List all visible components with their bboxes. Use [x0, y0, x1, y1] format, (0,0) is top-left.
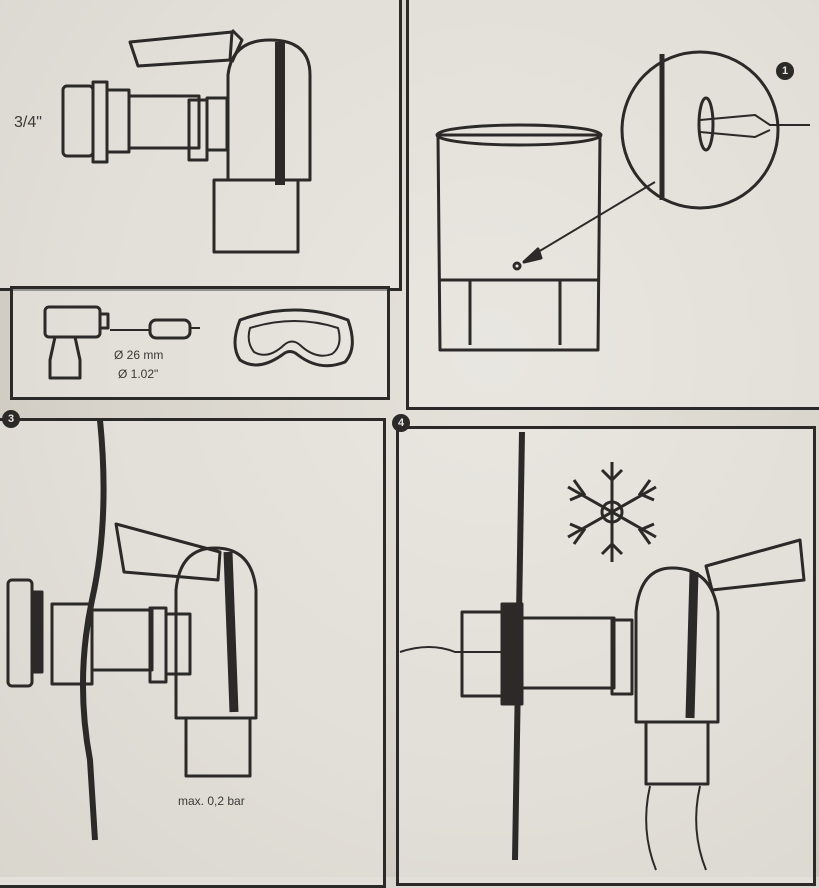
drill-detail-magnifier	[620, 50, 810, 210]
drill-bit-icon	[110, 318, 200, 340]
drill-bit-size-mm: Ø 26 mm	[114, 348, 164, 362]
drill-icon	[43, 305, 110, 380]
step-badge-1: 1	[776, 62, 794, 80]
max-pressure-label: max. 0,2 bar	[178, 794, 245, 808]
safety-goggles-icon	[233, 308, 354, 368]
tools-panel	[10, 286, 390, 400]
panel-step-0	[0, 0, 402, 291]
step-badge-4: 4	[392, 414, 410, 432]
pointer-arrow	[527, 181, 656, 259]
panel-step-3	[0, 418, 386, 888]
barrel-illustration	[435, 123, 603, 352]
thread-size-label: 3/4"	[14, 114, 42, 131]
barrel-wall	[79, 419, 107, 841]
tap-assembly-step4	[460, 538, 806, 871]
liquid-level	[399, 646, 510, 653]
tap-assembly-step3	[6, 522, 258, 778]
drill-bit-size-in: Ø 1.02"	[118, 367, 159, 381]
snowflake-icon	[567, 462, 657, 562]
tap-illustration	[61, 28, 312, 254]
step-badge-3: 3	[2, 410, 20, 428]
